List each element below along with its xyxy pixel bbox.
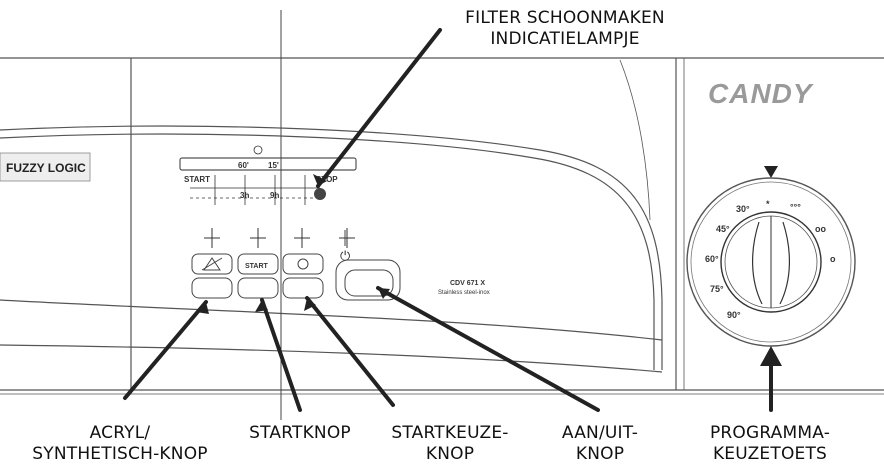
power-icon: ⏻ — [340, 249, 350, 264]
startkeuze-callout-line1: STARTKEUZE- — [391, 423, 509, 443]
dial-mark-o: o — [830, 254, 836, 264]
model-label: CDV 671 X — [450, 280, 485, 287]
acryl-icon-frame — [191, 253, 233, 275]
start-callout: STARTKNOP — [245, 423, 355, 444]
button-ticks — [204, 228, 355, 248]
dial-mark-60: 60° — [705, 254, 719, 264]
dial-mark-cold: * — [766, 199, 770, 209]
filter-callout-line1: FILTER SCHOONMAKEN — [465, 8, 665, 28]
startkeuze-icon — [297, 258, 309, 270]
program-dial[interactable] — [686, 166, 856, 347]
filter-arrow — [316, 28, 442, 188]
filter-indicator-lamp — [314, 188, 326, 200]
scale-60-label: 60' — [238, 161, 249, 170]
dial-mark-90: 90° — [727, 310, 741, 320]
startkeuze-callout-line2: KNOP — [425, 444, 475, 464]
candy-logo: CANDY — [708, 78, 814, 109]
dial-mark-45: 45° — [716, 224, 730, 234]
onoff-arrow — [376, 286, 600, 412]
startkeuze-callout: STARTKEUZE- KNOP — [385, 423, 515, 465]
acryl-icon — [201, 257, 223, 271]
fuzzy-logic-label: FUZZY LOGIC — [6, 161, 86, 175]
filter-indicator-callout: FILTER SCHOONMAKEN INDICATIELAMPJE — [430, 8, 700, 50]
start-arrow — [260, 298, 302, 412]
onoff-callout-line1: AAN/UIT- — [561, 423, 639, 443]
scale-stop-label: STOP — [316, 175, 338, 184]
onoff-callout-line2: KNOP — [575, 444, 625, 464]
start-callout-text: STARTKNOP — [249, 423, 351, 443]
program-callout-line2: KEUZETOETS — [712, 444, 828, 464]
model-sub-label: Stainless steel-inox — [438, 290, 490, 296]
filter-callout-line2: INDICATIELAMPJE — [490, 29, 640, 49]
program-callout-line1: PROGRAMMA- — [709, 423, 831, 443]
acryl-arrow — [123, 300, 208, 400]
scale-15-label: 15' — [268, 161, 279, 170]
startkeuze-icon-frame — [282, 253, 324, 275]
acryl-synthetisch-button[interactable] — [191, 277, 233, 299]
startkeuze-button[interactable] — [282, 277, 324, 299]
acryl-callout-line1: ACRYL/ — [89, 423, 151, 443]
acryl-callout-line2: SYNTHETISCH-KNOP — [32, 444, 208, 464]
arrow-heads — [196, 174, 782, 366]
scale-markers — [190, 145, 320, 205]
dial-mark-ooo: °°° — [790, 202, 801, 212]
dial-mark-75: 75° — [710, 284, 724, 294]
scale-start-label: START — [184, 175, 210, 184]
dial-mark-oo: oo — [815, 224, 826, 234]
dial-mark-30: 30° — [736, 204, 750, 214]
dial-pointer-icon — [764, 166, 778, 178]
acryl-callout: ACRYL/ SYNTHETISCH-KNOP — [0, 423, 240, 465]
onoff-callout: AAN/UIT- KNOP — [545, 423, 655, 465]
panel-outline — [0, 57, 884, 395]
program-callout: PROGRAMMA- KEUZETOETS — [700, 423, 840, 465]
onoff-button[interactable] — [335, 259, 401, 301]
start-button[interactable] — [237, 277, 279, 299]
startkeuze-arrow — [305, 296, 395, 407]
onoff-button-inner — [344, 269, 394, 297]
start-button-label: START — [245, 263, 269, 270]
start-label-frame — [237, 253, 279, 275]
